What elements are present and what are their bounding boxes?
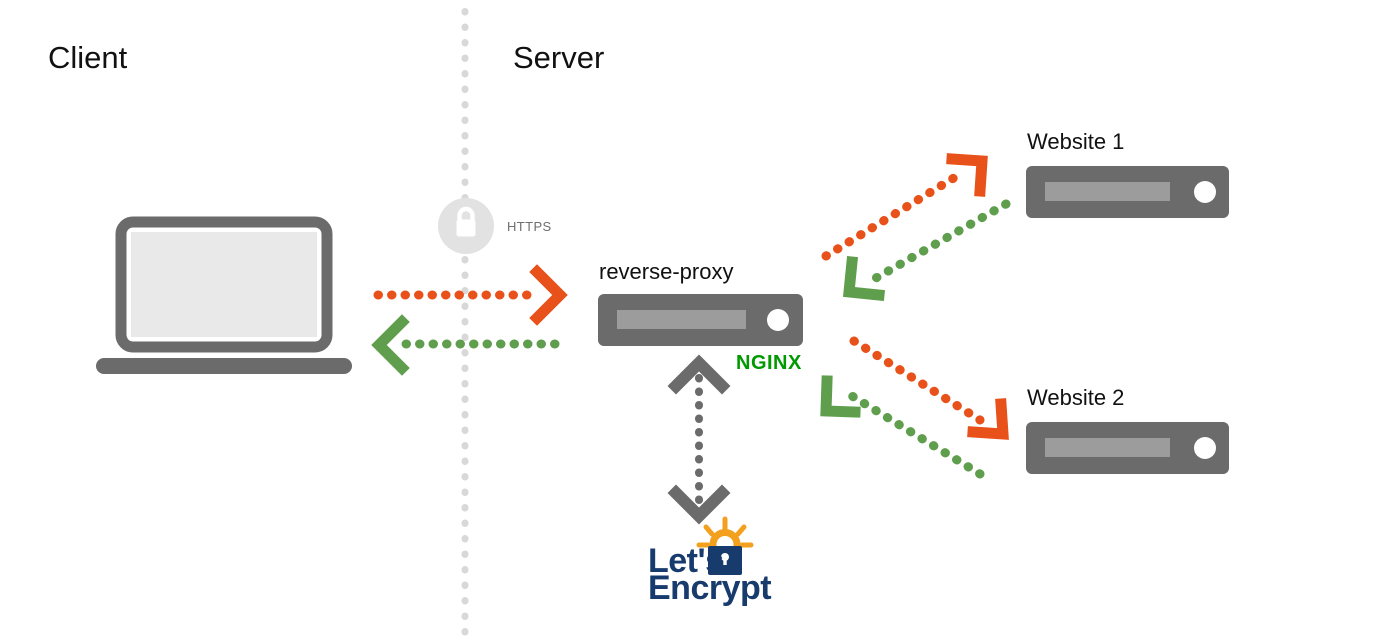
- letsencrypt-line2: Encrypt: [648, 569, 771, 607]
- client-laptop: [96, 216, 352, 374]
- proxy-to-website1-request: [821, 153, 988, 261]
- laptop-base: [96, 358, 352, 374]
- zone-title-server: Server: [513, 40, 604, 75]
- letsencrypt-line1: Let's: [648, 542, 724, 580]
- https-label: HTTPS: [507, 219, 552, 234]
- arrowhead-downright-orange: [967, 398, 1009, 440]
- proxy-to-website2-request: [849, 336, 1009, 440]
- laptop-screen: [131, 232, 317, 337]
- proxy-to-client-response: [371, 314, 563, 376]
- client-to-proxy-request: [373, 264, 568, 326]
- proxy-letsencrypt-acme: [667, 354, 731, 525]
- zone-title-client: Client: [48, 40, 128, 75]
- arrowhead-upright-orange: [946, 153, 988, 197]
- nginx-logo: NGINX: [736, 352, 802, 374]
- website1-node: Website 1: [1026, 129, 1229, 218]
- lock-icon: [456, 206, 476, 237]
- website1-slot-bar: [1045, 182, 1170, 201]
- letsencrypt-logo: Let's Encrypt: [648, 516, 772, 607]
- website2-slot-bar: [1045, 438, 1170, 457]
- arrowhead-down-gray: [667, 484, 731, 525]
- website2-led: [1194, 437, 1216, 459]
- website1-label: Website 1: [1027, 129, 1124, 154]
- arrowhead-right-orange: [529, 264, 568, 326]
- arrowhead-left-green: [371, 314, 410, 376]
- reverse-proxy-label: reverse-proxy: [599, 259, 733, 284]
- website2-label: Website 2: [1027, 385, 1124, 410]
- reverse-proxy-node: reverse-proxy: [598, 259, 803, 346]
- website1-to-proxy-response: [842, 199, 1011, 302]
- arrowhead-downleft-green: [842, 255, 886, 302]
- reverse-proxy-led: [767, 309, 789, 331]
- website2-node: Website 2: [1026, 385, 1229, 474]
- website1-led: [1194, 181, 1216, 203]
- website2-to-proxy-response: [820, 375, 985, 479]
- arrowhead-up-gray: [667, 354, 731, 395]
- arrowhead-upleft-green: [820, 375, 861, 418]
- https-badge: HTTPS: [438, 198, 552, 254]
- padlock-sun-icon: [696, 516, 754, 575]
- laptop-bezel: [115, 216, 333, 353]
- reverse-proxy-slot-bar: [617, 310, 746, 329]
